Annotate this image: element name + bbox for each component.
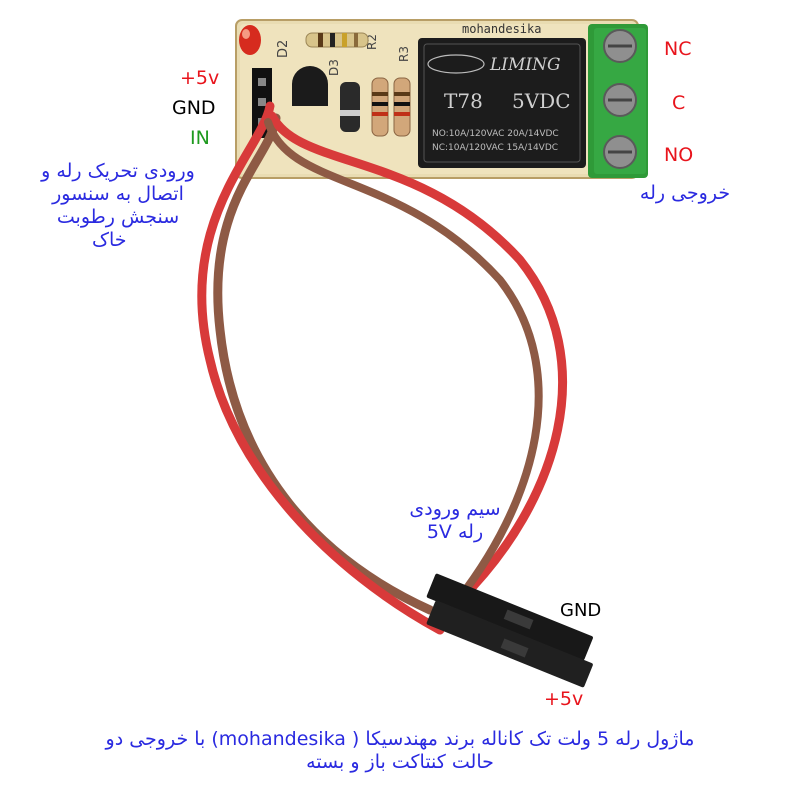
- pin-label-plus5v: +5v: [180, 67, 220, 89]
- product-caption: ماژول رله 5 ولت تک کاناله برند مهندسیکا …: [10, 728, 790, 774]
- wire-input-label: سیم ورودی رله 5V: [370, 498, 540, 544]
- brown-wire: [213, 113, 435, 615]
- svg-text:D3: D3: [327, 59, 341, 76]
- product-caption-line1: ماژول رله 5 ولت تک کاناله برند مهندسیکا …: [105, 728, 695, 750]
- input-description-line2: اتصال به سنسور: [52, 183, 184, 205]
- connector-label-plus5v: +5v: [544, 688, 584, 710]
- svg-text:NC:10A/120VAC 15A/14VDC: NC:10A/120VAC 15A/14VDC: [432, 143, 558, 153]
- pin-label-gnd: GND: [172, 97, 216, 119]
- relay-voltage-text: 5VDC: [512, 89, 571, 113]
- red-wire-loop: [267, 111, 568, 605]
- pin-label-in: IN: [190, 127, 210, 149]
- product-caption-line2: حالت کنتاکت باز و بسته: [306, 751, 494, 773]
- wire-input-label-line2: رله 5V: [426, 521, 484, 543]
- wire-input-label-line1: سیم ورودی: [409, 498, 501, 520]
- red-wire-left: [197, 101, 445, 635]
- input-description-line4: خاک: [92, 229, 127, 251]
- terminal-label-nc: NC: [664, 38, 692, 60]
- brown-wire-loop: [264, 118, 543, 614]
- svg-text:R2: R2: [365, 34, 379, 50]
- svg-text:D2: D2: [276, 40, 291, 58]
- terminal-label-c: C: [672, 92, 686, 114]
- relay-logo-text: LIMING: [489, 55, 561, 75]
- svg-text:NO:10A/120VAC 20A/14VDC: NO:10A/120VAC 20A/14VDC: [432, 129, 559, 139]
- led-red: [239, 25, 261, 55]
- relay-model-text: T78: [444, 89, 483, 113]
- terminal-label-no: NO: [664, 144, 694, 166]
- relay-body: [418, 38, 586, 168]
- pcb-brand-text: mohandesika: [462, 22, 541, 36]
- dupont-connectors: [426, 573, 593, 688]
- svg-text:R3: R3: [397, 46, 411, 62]
- connector-label-gnd: GND: [560, 600, 602, 621]
- relay-output-label: خروجی رله: [639, 182, 731, 204]
- input-description-line3: سنجش رطوبت: [56, 206, 180, 228]
- input-description-line1: ورودی تحریک رله و: [41, 160, 195, 182]
- input-description: ورودی تحریک رله و اتصال به سنسور سنجش رط…: [8, 160, 228, 252]
